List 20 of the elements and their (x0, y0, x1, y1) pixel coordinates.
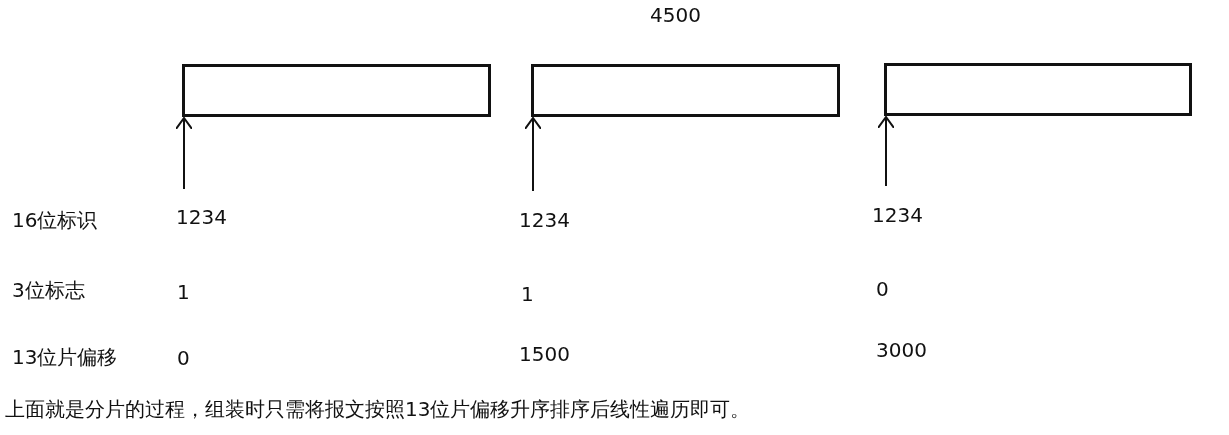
dimension-label: 4500 (650, 3, 701, 27)
field-value: 1234 (519, 208, 570, 232)
field-value: 1234 (872, 203, 923, 227)
row-label: 16位标识 (12, 208, 98, 232)
fragment-box (531, 64, 840, 117)
field-value: 3000 (876, 338, 927, 362)
row-label: 13位片偏移 (12, 345, 118, 369)
field-value: 0 (177, 346, 190, 370)
fragment-box (884, 63, 1192, 116)
field-value: 1500 (519, 342, 570, 366)
arrow (175, 117, 193, 190)
arrow (877, 116, 895, 187)
caption: 上面就是分片的过程，组装时只需将报文按照13位片偏移升序排序后线性遍历即可。 (5, 397, 751, 421)
fragment-box (182, 64, 491, 117)
field-value: 1 (177, 280, 190, 304)
field-value: 1234 (176, 205, 227, 229)
field-value: 1 (521, 282, 534, 306)
row-label: 3位标志 (12, 278, 85, 302)
field-value: 0 (876, 277, 889, 301)
arrow (524, 117, 542, 192)
